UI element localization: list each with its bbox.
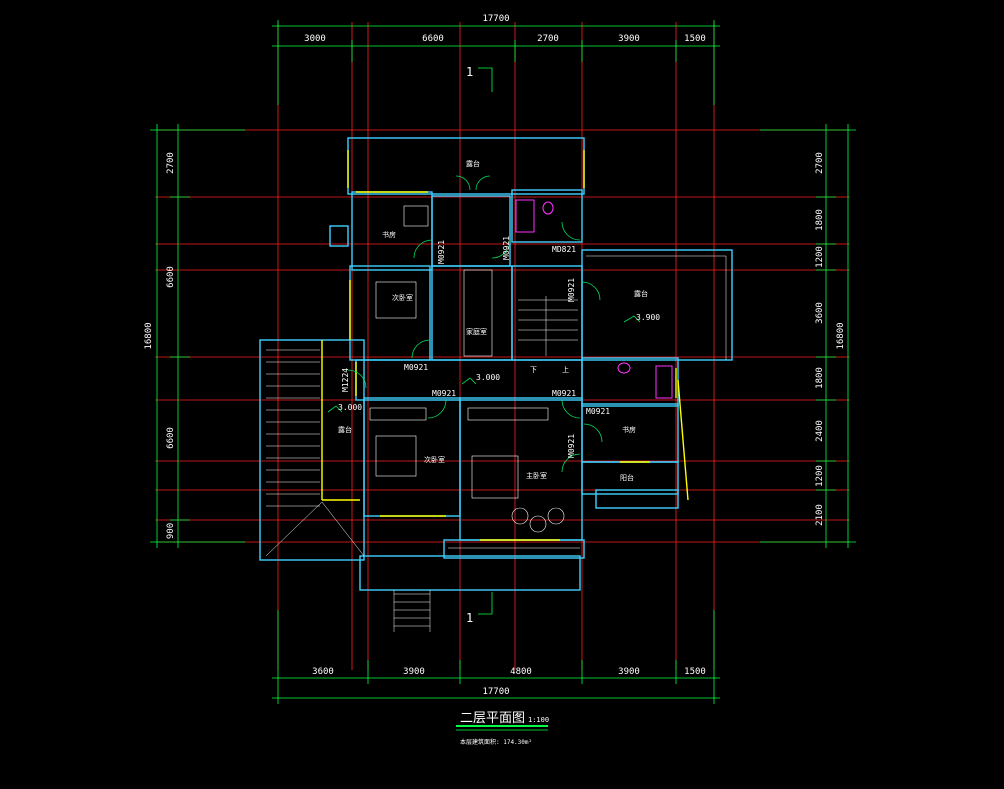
dim-top-5: 1500 <box>684 34 706 44</box>
room-label-stair-up: 上 <box>562 365 569 374</box>
dim-top-total: 17700 <box>482 14 509 24</box>
dim-top-4: 3900 <box>618 34 640 44</box>
dim-bottom-1: 3600 <box>312 667 334 677</box>
dim-right-2: 1800 <box>815 209 825 231</box>
dim-right-1: 2700 <box>815 152 825 174</box>
dim-right-total: 16800 <box>836 322 846 349</box>
door-swings <box>327 175 641 473</box>
walls <box>259 137 733 591</box>
door-code-m0921-e: M0921 <box>432 389 456 398</box>
dim-bottom-4: 3900 <box>618 667 640 677</box>
door-code-m0921-g: M0921 <box>586 407 610 416</box>
elevation-hall: 3.000 <box>476 373 500 382</box>
elevation-terrace-right: 3.900 <box>636 313 660 322</box>
room-label-balcony-right: 阳台 <box>620 473 634 482</box>
elevation-terrace-left: 3.000 <box>338 403 362 412</box>
room-label-study-right: 书房 <box>622 425 636 434</box>
drawing-title: 二层平面图 <box>460 711 525 726</box>
dim-top-3: 2700 <box>537 34 559 44</box>
room-label-terrace-left: 露台 <box>338 425 352 434</box>
grid-lines <box>155 22 850 670</box>
dim-right-3: 1200 <box>815 246 825 268</box>
dim-right-5: 1800 <box>815 367 825 389</box>
room-label-stair-down: 下 <box>530 366 537 374</box>
room-label-bedroom-upper: 次卧室 <box>392 293 413 302</box>
dim-left-1: 2700 <box>166 152 176 174</box>
room-label-top-balcony: 露台 <box>466 159 480 168</box>
door-code-md821: MD821 <box>552 245 576 254</box>
dim-top-2: 6600 <box>422 34 444 44</box>
dimension-lines <box>150 20 856 731</box>
door-code-m0921-b: M0921 <box>502 236 511 260</box>
room-label-bedroom-lower: 次卧室 <box>424 455 445 464</box>
section-mark-bottom: 1 <box>466 611 473 625</box>
dim-right-6: 2400 <box>815 420 825 442</box>
room-label-family-room: 家庭室 <box>466 327 487 336</box>
drawing-scale: 1:100 <box>528 716 549 724</box>
bath-fixtures <box>515 199 673 399</box>
door-code-m1224: M1224 <box>341 368 350 392</box>
section-mark-top: 1 <box>466 65 473 79</box>
door-code-m0921-c: M0921 <box>567 278 576 302</box>
room-label-study-top: 书房 <box>382 230 396 239</box>
door-code-m0921-d: M0921 <box>404 363 428 372</box>
door-code-m0921-a: M0921 <box>437 240 446 264</box>
roof-hatch <box>265 255 727 632</box>
door-code-m0921-f: M0921 <box>552 389 576 398</box>
area-note: 本层建筑面积: 174.30m² <box>460 738 532 746</box>
dim-left-3: 6600 <box>166 427 176 449</box>
dim-right-8: 2100 <box>815 504 825 526</box>
dim-right-7: 1200 <box>815 465 825 487</box>
dim-bottom-5: 1500 <box>684 667 706 677</box>
dim-bottom-2: 3900 <box>403 667 425 677</box>
dim-right-4: 3600 <box>815 302 825 324</box>
dim-left-total: 16800 <box>144 322 154 349</box>
door-code-m0921-h: M0921 <box>567 434 576 458</box>
dim-left-4: 900 <box>166 523 176 539</box>
dim-top-1: 3000 <box>304 34 326 44</box>
windows <box>321 150 689 541</box>
room-label-terrace-right: 露台 <box>634 289 648 298</box>
furniture <box>369 205 565 533</box>
dim-left-2: 6600 <box>166 266 176 288</box>
dim-bottom-total: 17700 <box>482 687 509 697</box>
dim-bottom-3: 4800 <box>510 667 532 677</box>
room-label-master-bedroom: 主卧室 <box>526 471 547 480</box>
